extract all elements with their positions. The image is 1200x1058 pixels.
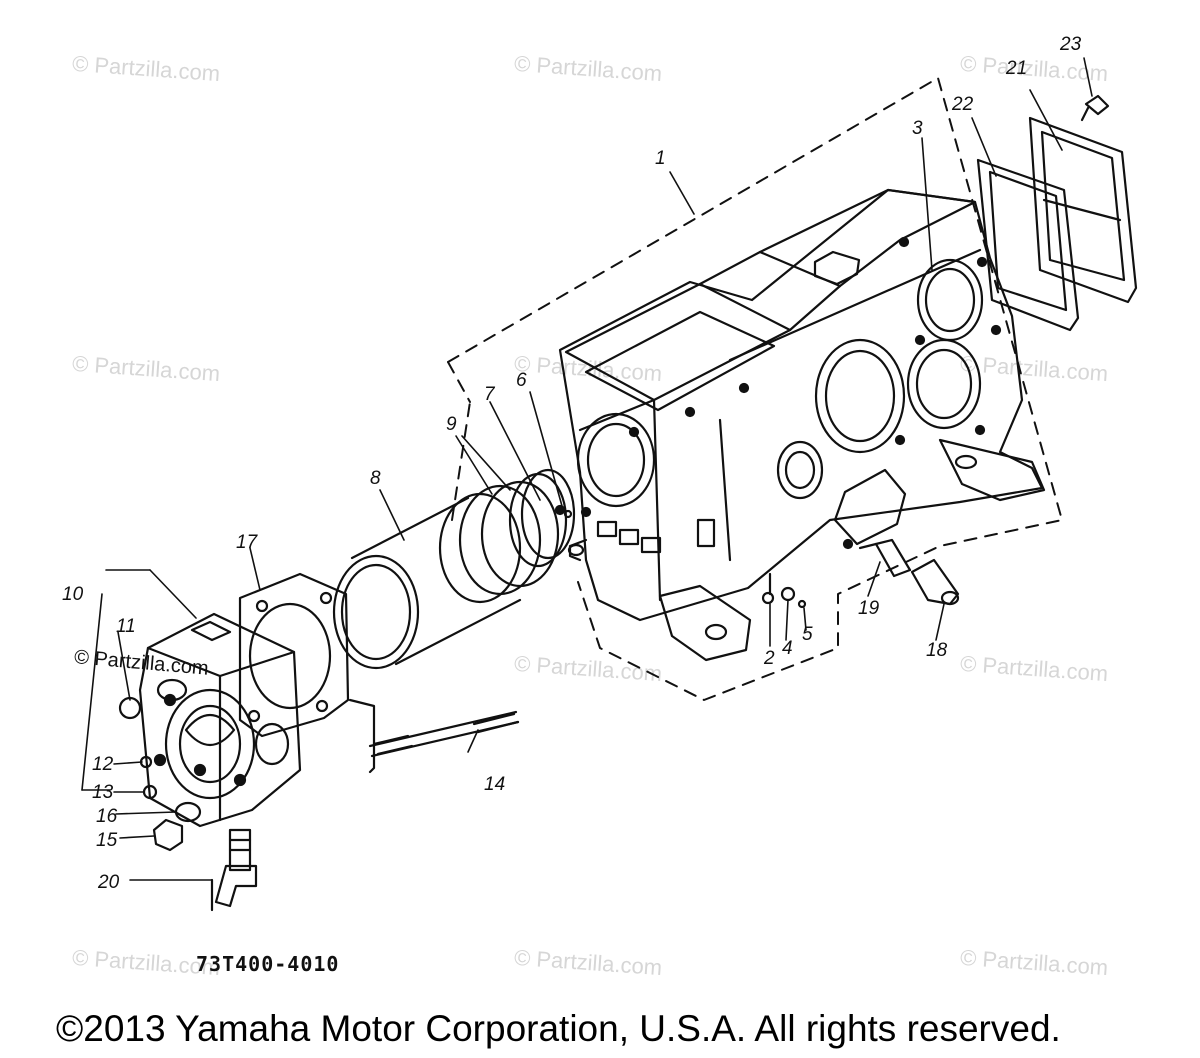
part-label: 15 — [96, 830, 118, 851]
part-label: 7 — [484, 384, 496, 405]
part-label: 19 — [858, 598, 880, 619]
bolt-23 — [1080, 94, 1110, 122]
part-label: 5 — [802, 624, 813, 645]
bracket-line — [348, 698, 376, 774]
cylinder-liner — [332, 480, 560, 670]
stud-14 — [368, 710, 520, 758]
part-label: 16 — [96, 806, 118, 827]
cylinder-head — [138, 612, 302, 828]
part-label: 13 — [92, 782, 114, 803]
part-label: 9 — [446, 414, 457, 435]
part-label: 8 — [370, 468, 381, 489]
part-label: 11 — [116, 616, 136, 637]
cover-gasket — [976, 158, 1080, 332]
part-label: 3 — [912, 118, 923, 139]
plug-11 — [118, 696, 142, 720]
nut-15 — [152, 818, 184, 852]
cylinder-gasket — [238, 572, 350, 738]
part-label: 2 — [763, 648, 775, 669]
fitting-20 — [210, 828, 258, 912]
part-label: 23 — [1059, 34, 1082, 55]
copyright-notice: ©2013 Yamaha Motor Corporation, U.S.A. A… — [56, 1008, 1061, 1049]
part-label: 10 — [62, 584, 84, 605]
part-label: 12 — [92, 754, 114, 775]
part-label: 18 — [926, 640, 948, 661]
part-label: 17 — [236, 532, 259, 553]
fitting-19 — [858, 538, 912, 578]
part-label: 1 — [655, 148, 666, 169]
drawing-number: 73T400-4010 — [196, 952, 340, 976]
part-label: 21 — [1005, 58, 1027, 79]
part-label: 14 — [484, 774, 505, 795]
part-labels: 1 2 3 4 5 6 7 8 9 10 11 12 13 14 15 16 1… — [62, 34, 1082, 893]
leader-lines — [81, 57, 1093, 881]
assembly-outline — [447, 77, 1063, 701]
part-label: 22 — [951, 94, 974, 115]
part-label: 20 — [97, 872, 120, 893]
fitting-18 — [910, 558, 960, 606]
side-cover — [1028, 116, 1138, 304]
part-label: 4 — [782, 638, 793, 659]
crankcase-body — [558, 188, 1046, 662]
o-rings — [508, 468, 576, 568]
part-label: 6 — [516, 370, 527, 391]
